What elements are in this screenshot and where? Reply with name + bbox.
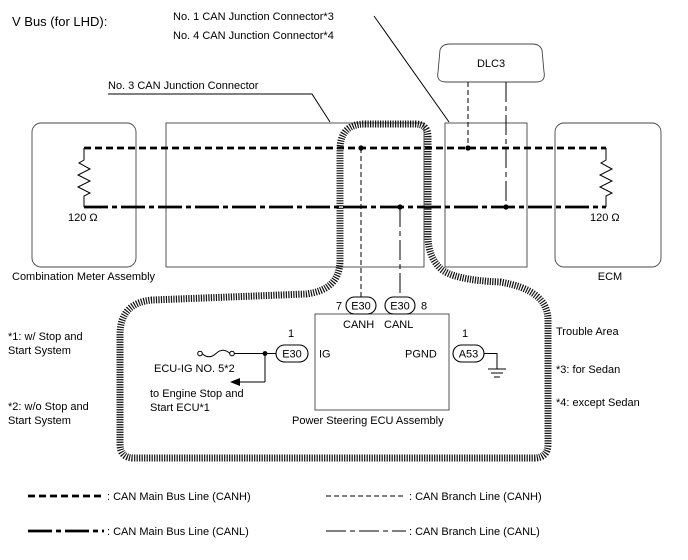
connector-a53-pgnd-code: A53 (459, 349, 479, 361)
fuse-terminal-right (229, 350, 235, 357)
note-4: *4: except Sedan (556, 397, 640, 409)
ground-wire (484, 353, 498, 369)
junction-top-leader-line (373, 15, 450, 123)
connector-e30-ig-code: E30 (282, 349, 302, 361)
junction-connector-1-4-box (444, 122, 528, 268)
legend-branch-canl-label: : CAN Branch Line (CANL) (409, 526, 540, 538)
power-steering-ecu-label: Power Steering ECU Assembly (292, 415, 444, 427)
connector-e30-canl (384, 296, 416, 315)
diagram-title: V Bus (for LHD): (12, 14, 107, 29)
legend-main-canh-label: : CAN Main Bus Line (CANH) (107, 491, 251, 503)
junction-label-no1: No. 1 CAN Junction Connector*3 (173, 11, 334, 23)
note-3: *3: for Sedan (556, 364, 620, 376)
connector-a53-pgnd-signal: PGND (405, 349, 437, 361)
combination-meter-box (31, 122, 137, 268)
engine-stop-text-1: to Engine Stop and (150, 388, 244, 400)
junction-3-leader-line (108, 93, 331, 123)
resistor-right-120-ohm (598, 148, 614, 207)
resistor-right-label: 120 Ω (590, 212, 620, 224)
combination-meter-label: Combination Meter Assembly (12, 271, 156, 283)
fuse-icon (201, 349, 231, 358)
connector-e30-canl-code: E30 (390, 301, 410, 313)
connector-e30-ig-signal: IG (319, 349, 331, 361)
connector-e30-canh-pin: 7 (336, 301, 342, 313)
connector-a53-pgnd-pin: 1 (462, 328, 468, 340)
note-1-line-1: *1: w/ Stop and (8, 331, 83, 343)
engine-stop-text-2: Start ECU*1 (150, 402, 210, 414)
dlc3-label: DLC3 (477, 58, 505, 70)
junction-label-no4: No. 4 CAN Junction Connector*4 (173, 30, 334, 42)
connector-e30-canh (345, 296, 377, 315)
trouble-area-label: Trouble Area (556, 326, 619, 338)
fuse-terminal-left (197, 350, 203, 357)
note-1-line-2: Start System (8, 345, 71, 357)
note-2-line-2: Start System (8, 415, 71, 427)
connector-e30-canl-signal: CANL (384, 319, 413, 331)
ecm-label: ECM (598, 271, 622, 283)
legend-main-canl-label: : CAN Main Bus Line (CANL) (107, 526, 249, 538)
connector-e30-ig-pin: 1 (288, 328, 294, 340)
connector-e30-canh-code: E30 (351, 301, 371, 313)
trouble-area-outline (116, 120, 552, 462)
note-2-line-1: *2: w/o Stop and (8, 401, 89, 413)
junction-connector-3-box (165, 122, 425, 268)
connector-e30-canl-pin: 8 (421, 301, 427, 313)
engine-stop-arrow-icon (230, 378, 240, 386)
power-steering-ecu-box (314, 313, 450, 411)
fuse-label: ECU-IG NO. 5*2 (154, 363, 235, 375)
dlc3-connector-shape (437, 43, 545, 83)
junction-label-no3: No. 3 CAN Junction Connector (108, 80, 259, 92)
legend-branch-canh-label: : CAN Branch Line (CANH) (409, 491, 542, 503)
resistor-left-120-ohm (76, 148, 92, 207)
resistor-left-label: 120 Ω (68, 212, 98, 224)
ecm-box (554, 122, 662, 268)
connector-e30-canh-signal: CANH (343, 319, 374, 331)
